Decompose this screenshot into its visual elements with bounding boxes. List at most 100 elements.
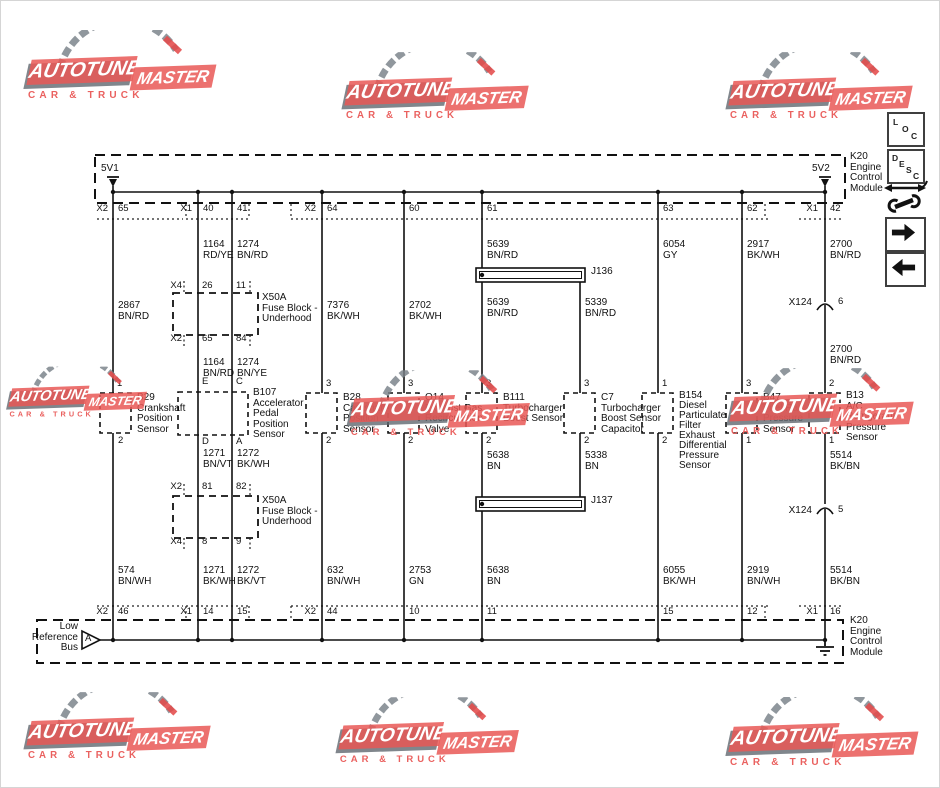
- pin-number: 1: [829, 435, 835, 446]
- pin-number: 3: [408, 378, 414, 389]
- voltage-arrow-icons: [107, 176, 831, 187]
- pin-number: C: [236, 376, 243, 387]
- desc-letter: D: [892, 153, 899, 163]
- pin-number: 2: [118, 435, 124, 446]
- pin-number: 44: [327, 606, 338, 617]
- pin-number: 65: [118, 203, 129, 214]
- connector-label: X1: [180, 203, 192, 214]
- pin-number: 63: [663, 203, 674, 214]
- pin-number: 60: [409, 203, 420, 214]
- pin-number: 3: [746, 378, 752, 389]
- pin-number: 1: [662, 378, 668, 389]
- splice-bars: [475, 267, 586, 512]
- loc-letter: C: [911, 131, 918, 141]
- pin-number: 64: [327, 203, 338, 214]
- pin-number: 9: [236, 536, 242, 547]
- fuse-conn-label: X2: [170, 333, 182, 344]
- inline-connector-symbols: [816, 303, 834, 518]
- pin-number: 3: [584, 378, 590, 389]
- fuse-block-boxes: [172, 292, 259, 539]
- fuse-pin-marks: [183, 281, 251, 550]
- loc-letter: L: [893, 117, 899, 127]
- pin-number: 61: [487, 203, 498, 214]
- pin-number: 82: [236, 481, 247, 492]
- junction-dots: [110, 189, 828, 643]
- next-arrow-button[interactable]: [885, 217, 926, 252]
- pin-number: 14: [203, 606, 214, 617]
- pin-number: 12: [747, 606, 758, 617]
- fuse-conn-label: X4: [170, 536, 182, 547]
- pin-number: 2: [662, 435, 668, 446]
- pin-number: 3: [326, 378, 332, 389]
- connector-label: X2: [304, 606, 316, 617]
- desc-button[interactable]: D E S C: [887, 149, 925, 184]
- pin-number: 11: [236, 280, 246, 291]
- pin-number: 2: [584, 435, 590, 446]
- desc-letter: C: [913, 171, 920, 181]
- pin-number: 81: [202, 481, 213, 492]
- back-arrow-button[interactable]: [885, 252, 926, 287]
- pin-number: 11: [487, 606, 497, 617]
- pin-number: 62: [747, 203, 758, 214]
- loc-button[interactable]: L O C: [887, 112, 925, 147]
- pin-number: 84: [236, 333, 247, 344]
- inline-connector-label: X124: [788, 505, 812, 516]
- pin-number: 3: [486, 378, 492, 389]
- bus-triangle-letter: A: [85, 633, 92, 644]
- desc-letter: E: [899, 159, 905, 169]
- pin-number: 16: [830, 606, 841, 617]
- pin-number: 6: [838, 296, 844, 307]
- connector-label: X2: [96, 606, 108, 617]
- inline-connector-label: X124: [788, 297, 812, 308]
- pin-number: A: [236, 436, 243, 447]
- desc-letter: S: [906, 165, 912, 175]
- pin-number: 26: [202, 280, 213, 291]
- fuse-conn-label: X4: [170, 280, 182, 291]
- pin-number: 42: [830, 203, 841, 214]
- connector-label: X1: [806, 606, 818, 617]
- pin-number: 2: [486, 435, 492, 446]
- left-arrow-icon: [891, 258, 916, 277]
- pin-number: E: [202, 376, 209, 387]
- pin-number: D: [202, 436, 209, 447]
- connector-label: X2: [304, 203, 316, 214]
- ecm-outlines: [36, 154, 846, 664]
- pin-number: 2: [326, 435, 332, 446]
- pin-number: 5: [838, 504, 844, 515]
- wrench-routing-icon[interactable]: [882, 180, 928, 216]
- ref-5v2-label: 5V2: [812, 163, 830, 174]
- loc-letter: O: [902, 124, 909, 134]
- pin-number: 2: [408, 435, 414, 446]
